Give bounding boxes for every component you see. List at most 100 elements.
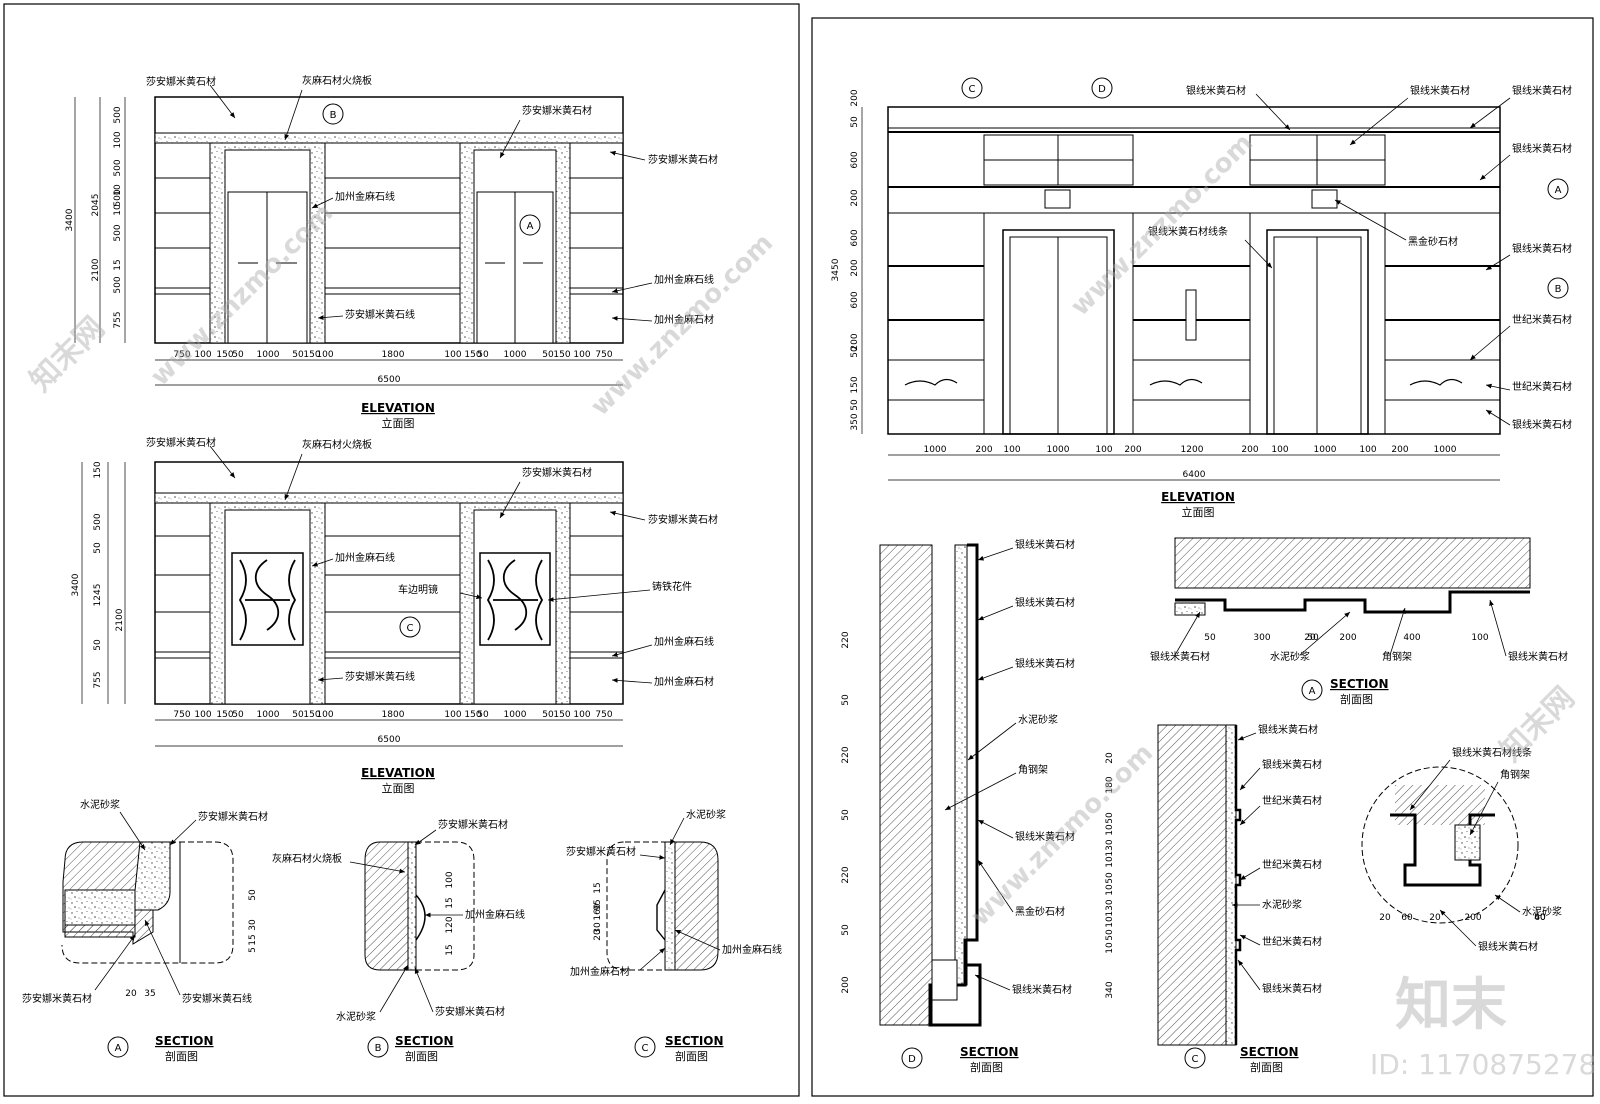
dim-text: 50 bbox=[248, 889, 258, 901]
callout-yin_xian: 银线米黄石材 bbox=[1186, 84, 1246, 97]
material-callouts: 莎安娜米黄石材灰麻石材火烧板莎安娜米黄石材莎安娜米黄石材加州金麻石线加州金麻石线… bbox=[22, 74, 1572, 1023]
dim-text: 1000 bbox=[257, 710, 280, 720]
callout-shi_ji: 世纪米黄石材 bbox=[1262, 794, 1322, 807]
marker-b: B bbox=[375, 1043, 382, 1054]
right-section-c-graphic bbox=[1157, 724, 1242, 1046]
dim-text: 340 bbox=[1105, 981, 1115, 998]
callout-jiazhou_stone: 加州金麻石材 bbox=[654, 313, 714, 326]
dim-text: 50 bbox=[232, 350, 244, 360]
callout-sha_an_na: 莎安娜米黄石材 bbox=[435, 1005, 505, 1018]
callout-yin_xian: 银线米黄石材 bbox=[1262, 982, 1322, 995]
dim-text: 30 bbox=[593, 922, 603, 934]
marker-d: D bbox=[908, 1054, 916, 1065]
dim-text: 150 bbox=[216, 710, 233, 720]
callout-yin_xian: 银线米黄石材 bbox=[1512, 142, 1572, 155]
dim-text: 350 bbox=[850, 413, 860, 430]
dim-text: 160 bbox=[593, 903, 603, 920]
callout-shi_ji: 世纪米黄石材 bbox=[1262, 858, 1322, 871]
right-elevation bbox=[861, 106, 1501, 481]
dim-text: 50 bbox=[542, 710, 554, 720]
dim-text: 100 bbox=[444, 350, 461, 360]
dim-text: 100 bbox=[1003, 445, 1020, 455]
callout-sha_an_na: 莎安娜米黄石材 bbox=[566, 845, 636, 858]
dim-text: 200 bbox=[850, 259, 860, 276]
dim-text: 50 bbox=[850, 116, 860, 128]
dim-text: 100 bbox=[1471, 633, 1488, 643]
callout-hui_ma: 灰麻石材火烧板 bbox=[272, 852, 342, 865]
elevation-title-cn: 立面图 bbox=[1182, 505, 1215, 519]
left-section-a-graphic bbox=[61, 841, 234, 964]
dim-text: 10 bbox=[113, 184, 123, 196]
dim-text: 3400 bbox=[71, 573, 81, 596]
dim-text: 755 bbox=[93, 671, 103, 688]
callout-sha_an_na: 莎安娜米黄石材 bbox=[522, 104, 592, 117]
callout-hui_ma: 灰麻石材火烧板 bbox=[302, 74, 372, 87]
callout-yin_xian_strip: 银线米黄石材线条 bbox=[1452, 746, 1532, 759]
dim-text: 1000 bbox=[1314, 445, 1337, 455]
callout-hui_ma: 灰麻石材火烧板 bbox=[302, 438, 372, 451]
callout-zhu_tie: 铸铁花件 bbox=[652, 580, 692, 593]
section-title-en: SECTION bbox=[960, 1045, 1019, 1059]
dim-text: 50 bbox=[232, 710, 244, 720]
dim-text: 30 bbox=[248, 919, 258, 931]
marker-b: B bbox=[330, 110, 337, 121]
callout-che_bian: 车边明镜 bbox=[398, 583, 438, 596]
dim-text: 200 bbox=[850, 189, 860, 206]
dim-text: 100 bbox=[1271, 445, 1288, 455]
callout-yin_xian: 银线米黄石材 bbox=[1262, 758, 1322, 771]
callout-jiao_gang: 角钢架 bbox=[1018, 763, 1048, 776]
dim-text: 35 bbox=[144, 989, 155, 999]
section-title-en: SECTION bbox=[155, 1034, 214, 1048]
callout-sha_line: 莎安娜米黄石线 bbox=[345, 670, 415, 683]
dim-text: 200 bbox=[975, 445, 992, 455]
elevation-title-en: ELEVATION bbox=[1161, 490, 1235, 504]
left-elevation-2 bbox=[81, 461, 624, 747]
dim-text: 400 bbox=[1403, 633, 1420, 643]
marker-a: A bbox=[115, 1043, 122, 1054]
dim-text: 755 bbox=[113, 311, 123, 328]
dim-text: 1800 bbox=[382, 350, 405, 360]
callout-yin_xian: 银线米黄石材 bbox=[1015, 596, 1075, 609]
callout-shui_ni: 水泥砂浆 bbox=[1018, 713, 1058, 726]
dim-text: 60 bbox=[1401, 913, 1413, 923]
dim-text: 1200 bbox=[1181, 445, 1204, 455]
callout-sha_an_na: 莎安娜米黄石材 bbox=[648, 153, 718, 166]
dim-text: 150 bbox=[216, 350, 233, 360]
callout-yin_xian: 银线米黄石材 bbox=[1150, 650, 1210, 663]
elevation-title-cn: 立面图 bbox=[382, 416, 415, 430]
dim-text: 50 bbox=[93, 639, 103, 651]
dim-text: 750 bbox=[595, 710, 612, 720]
dim-text: 500 bbox=[93, 513, 103, 530]
dim-text: 100 bbox=[194, 710, 211, 720]
callout-jiazhou: 加州金麻石线 bbox=[335, 190, 395, 203]
dim-text: 15 bbox=[593, 882, 603, 893]
callout-yin_xian: 银线米黄石材 bbox=[1015, 538, 1075, 551]
dim-text: 150 bbox=[303, 350, 320, 360]
callout-jiazhou: 加州金麻石线 bbox=[654, 273, 714, 286]
dim-text: 50 bbox=[841, 694, 851, 706]
marker-d: D bbox=[1098, 84, 1106, 95]
dim-text: 20 bbox=[1304, 633, 1316, 643]
dim-text: 200 bbox=[1339, 633, 1356, 643]
detail-circle-graphic bbox=[1361, 766, 1519, 924]
dim-text: 100 bbox=[194, 350, 211, 360]
dim-text: 150 bbox=[464, 350, 481, 360]
marker-a: A bbox=[1555, 185, 1562, 196]
dim-text: 150 bbox=[553, 710, 570, 720]
right-section-a-graphic bbox=[1174, 537, 1531, 616]
callout-yin_xian: 银线米黄石材 bbox=[1512, 418, 1572, 431]
marker-c: C bbox=[969, 84, 976, 95]
dim-text: 180 bbox=[1105, 776, 1115, 793]
dim-text: 100 bbox=[573, 350, 590, 360]
dim-text: 50 bbox=[850, 346, 860, 358]
callout-jiao_gang: 角钢架 bbox=[1382, 650, 1412, 663]
callout-jiazhou: 加州金麻石线 bbox=[654, 635, 714, 648]
dim-text: 500 bbox=[113, 106, 123, 123]
dim-text: 200 bbox=[1464, 913, 1481, 923]
callout-shi_ji: 世纪米黄石材 bbox=[1512, 313, 1572, 326]
callout-sha_an_na: 莎安娜米黄石材 bbox=[22, 992, 92, 1005]
callout-shi_ji: 世纪米黄石材 bbox=[1512, 380, 1572, 393]
marker-c: C bbox=[407, 623, 414, 634]
dim-text: 50 bbox=[1204, 633, 1216, 643]
section-title-cn: 剖面图 bbox=[1340, 692, 1373, 706]
